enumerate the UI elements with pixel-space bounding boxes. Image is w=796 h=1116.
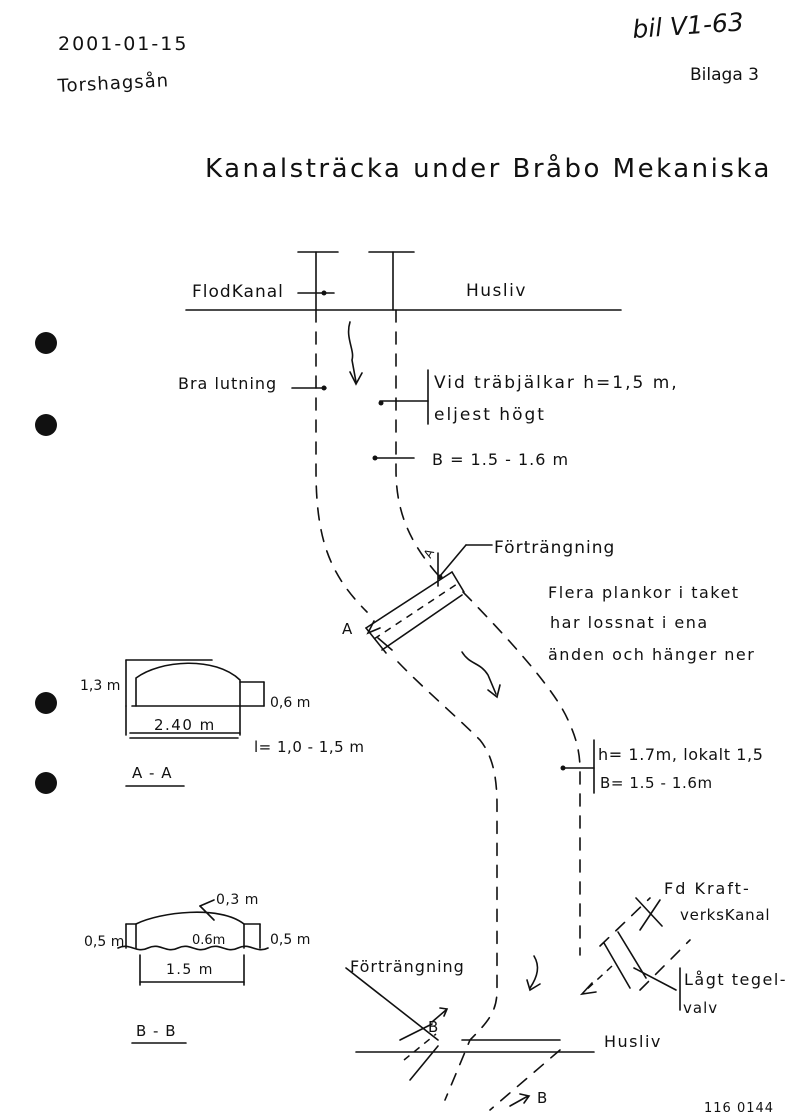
section-aa-height-left: 1,3 m [80,678,120,694]
b-top-note: B = 1.5 - 1.6 m [432,450,569,469]
h-mid-note: h= 1.7m, lokalt 1,5 [598,745,764,764]
section-bb-right: 0,5 m [270,932,310,948]
constriction-b [399,1007,531,1107]
section-bb-drawing [117,899,269,986]
section-aa-drawing [125,659,265,739]
binder-holes [35,332,57,794]
section-bb-top: 0,3 m [216,892,259,908]
lagt-tegel-label-1: Lågt tegel- [684,970,787,989]
canal-walls [315,309,581,1111]
fortrangning-1-label: Förträngning [494,538,615,558]
document-number: 116 0144 [704,1101,774,1116]
section-b-marker-upper: B [428,1018,438,1036]
section-bb-caption: B - B [136,1022,177,1040]
section-a-marker-upper: A [421,546,438,561]
flow-arrows [347,321,613,996]
binder-hole [35,772,57,794]
lagt-tegel-label-2: valv [683,999,718,1017]
husliv-bottom-label: Husliv [604,1032,662,1051]
plankor-note-3: änden och hänger ner [548,645,755,664]
section-aa-width: 2.40 m [154,716,216,734]
fortrangning-2-label: Förträngning [350,957,465,976]
section-aa-length: l= 1,0 - 1,5 m [254,738,365,756]
section-bb-width: 1.5 m [166,962,214,978]
constriction-a [365,544,493,654]
binder-hole [35,692,57,714]
section-aa-height-right: 0,6 m [270,695,310,711]
binder-hole [35,414,57,436]
date-text: 2001-01-15 [58,33,188,55]
section-bb-left: 0,5 m [84,934,124,950]
page-title: Kanalsträcka under Bråbo Mekaniska [205,153,772,184]
fd-kraft-label-2: verksKanal [680,906,770,924]
section-aa-caption: A - A [132,764,172,782]
plankor-note-2: har lossnat i ena [550,613,709,632]
husliv-top-label: Husliv [466,281,527,301]
appendix-text: Bilaga 3 [690,65,759,85]
section-b-marker-lower: B [537,1089,547,1107]
vid-trabjalkar-note: Vid träbjälkar h=1,5 m, [434,373,679,393]
place-text: Torshagsån [56,70,169,97]
section-a-marker: A [342,620,353,638]
reference-text: bil V1-63 [631,7,744,44]
top-building-line [185,251,622,311]
eljest-hogt-note: eljest högt [434,405,546,425]
flodkanal-label: FlodKanal [192,282,284,302]
section-bb-center: 0.6m [192,933,225,948]
plankor-note-1: Flera plankor i taket [548,583,740,602]
binder-hole [35,332,57,354]
fd-kraft-label-1: Fd Kraft- [664,879,751,898]
bra-lutning-label: Bra lutning [178,374,277,393]
power-canal [599,897,691,991]
b-mid-note: B= 1.5 - 1.6m [600,774,713,792]
